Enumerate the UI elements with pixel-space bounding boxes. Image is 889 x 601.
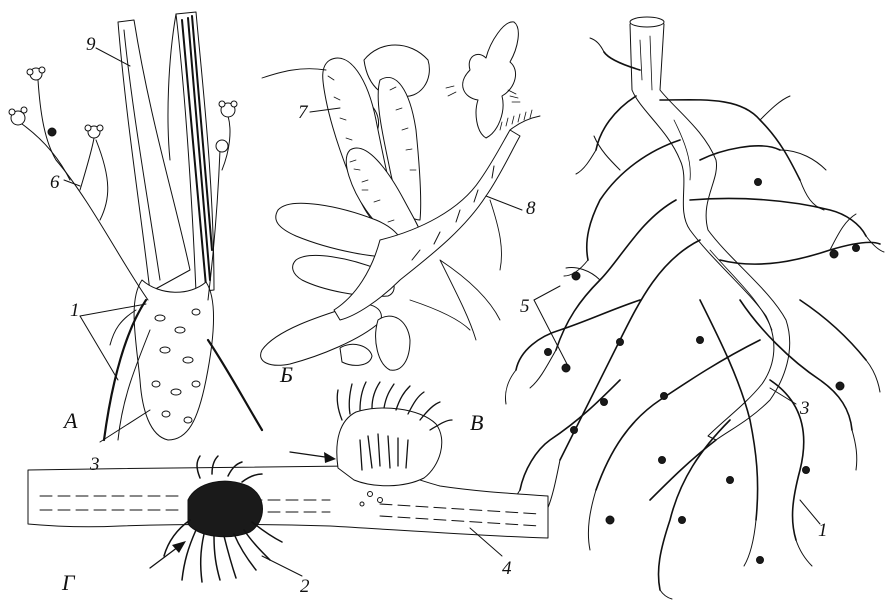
label-5: 5 [520,296,530,317]
label-9: 9 [86,34,96,55]
panel-b-drawing [261,22,540,370]
label-3-left: 3 [89,454,100,475]
panel-a-drawing [9,12,262,440]
label-2: 2 [300,576,310,597]
knobby-tuber [463,22,519,138]
label-1-right: 1 [818,520,828,541]
label-6: 6 [50,172,60,193]
label-7: 7 [298,102,309,123]
panel-letter-a: А [62,408,78,433]
taproot [630,20,790,441]
label-4: 4 [502,558,512,579]
tuber [340,344,372,365]
root-segment [28,466,548,538]
tuber [376,316,410,370]
panel-letter-v: В [470,410,483,435]
label-1-left: 1 [70,300,80,321]
nodule-cluster [188,481,263,536]
label-8: 8 [526,198,536,219]
panel-letter-b: Б [279,362,293,387]
root [208,340,262,430]
panel-letter-g: Г [61,570,76,595]
label-3-right: 3 [799,398,810,419]
panel-v-drawing [498,17,884,599]
leaf-sheath [118,20,190,292]
